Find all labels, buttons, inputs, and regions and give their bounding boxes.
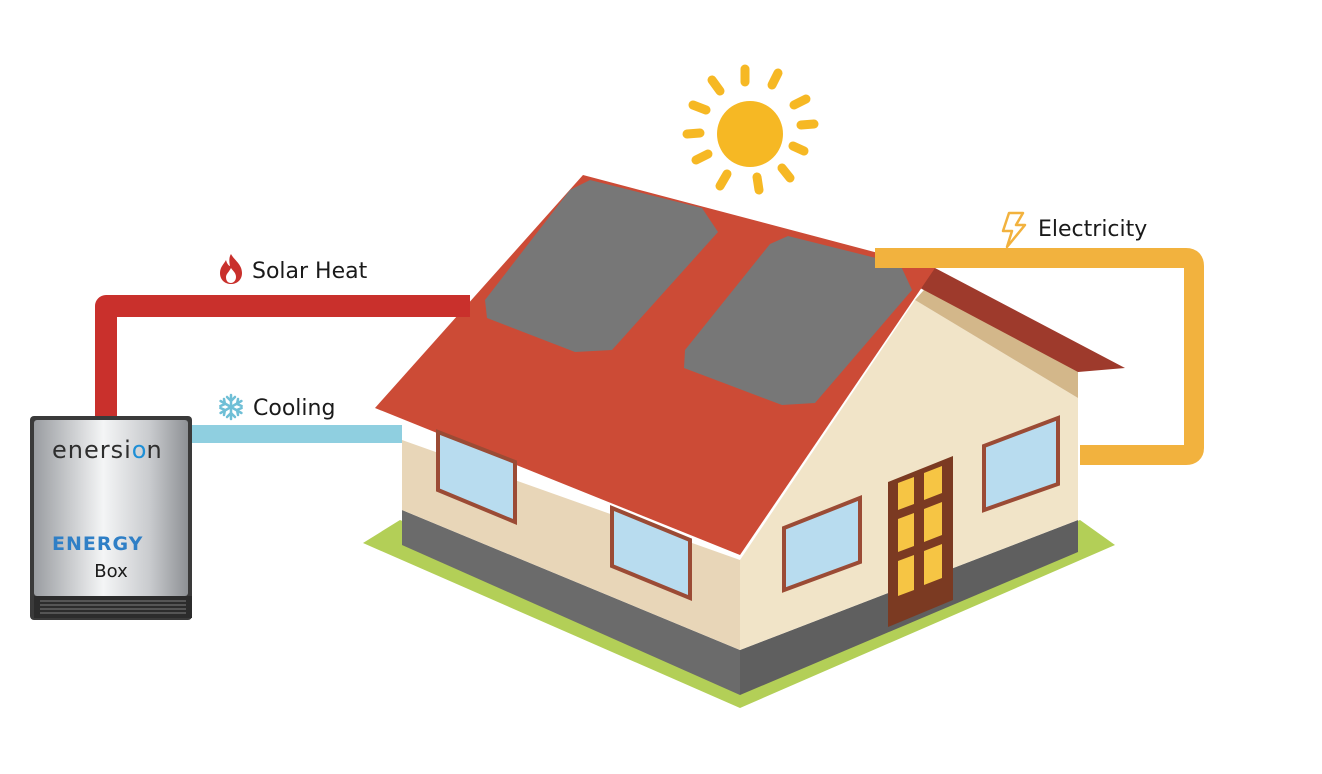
brand-name: enersion	[52, 436, 163, 464]
lightning-bolt-icon	[1001, 211, 1027, 249]
solar-heat-label-group: Solar Heat	[220, 254, 368, 284]
door	[888, 456, 953, 627]
electricity-label-group: Electricity	[1001, 211, 1147, 249]
roof-side	[905, 268, 1125, 372]
brand-suffix: n	[146, 436, 162, 464]
sun-icon	[682, 64, 819, 195]
electricity-label: Electricity	[1038, 217, 1147, 242]
window-front-1	[782, 495, 862, 593]
solar-panel-left-shape	[485, 180, 718, 352]
cooling-label-group: Cooling	[219, 393, 335, 421]
brand-o: o	[132, 436, 147, 464]
cooling-label: Cooling	[253, 396, 335, 421]
window-left-1	[436, 429, 517, 525]
window-left-2	[610, 505, 692, 601]
snowflake-icon	[219, 393, 243, 421]
brand-prefix: enersi	[52, 436, 132, 464]
window-front-2	[982, 415, 1060, 513]
product-sub: Box	[94, 561, 128, 582]
house-foundation-left	[402, 510, 740, 695]
product-line: ENERGY	[52, 533, 143, 555]
energy-box-device: enersion ENERGY Box	[30, 416, 192, 620]
door-panes	[898, 466, 942, 596]
solar-panel-right-shape	[684, 236, 912, 405]
solar-heat-label: Solar Heat	[252, 259, 368, 284]
solar-heat-line	[95, 295, 470, 418]
electricity-line	[875, 248, 1204, 465]
flame-icon	[220, 254, 242, 284]
